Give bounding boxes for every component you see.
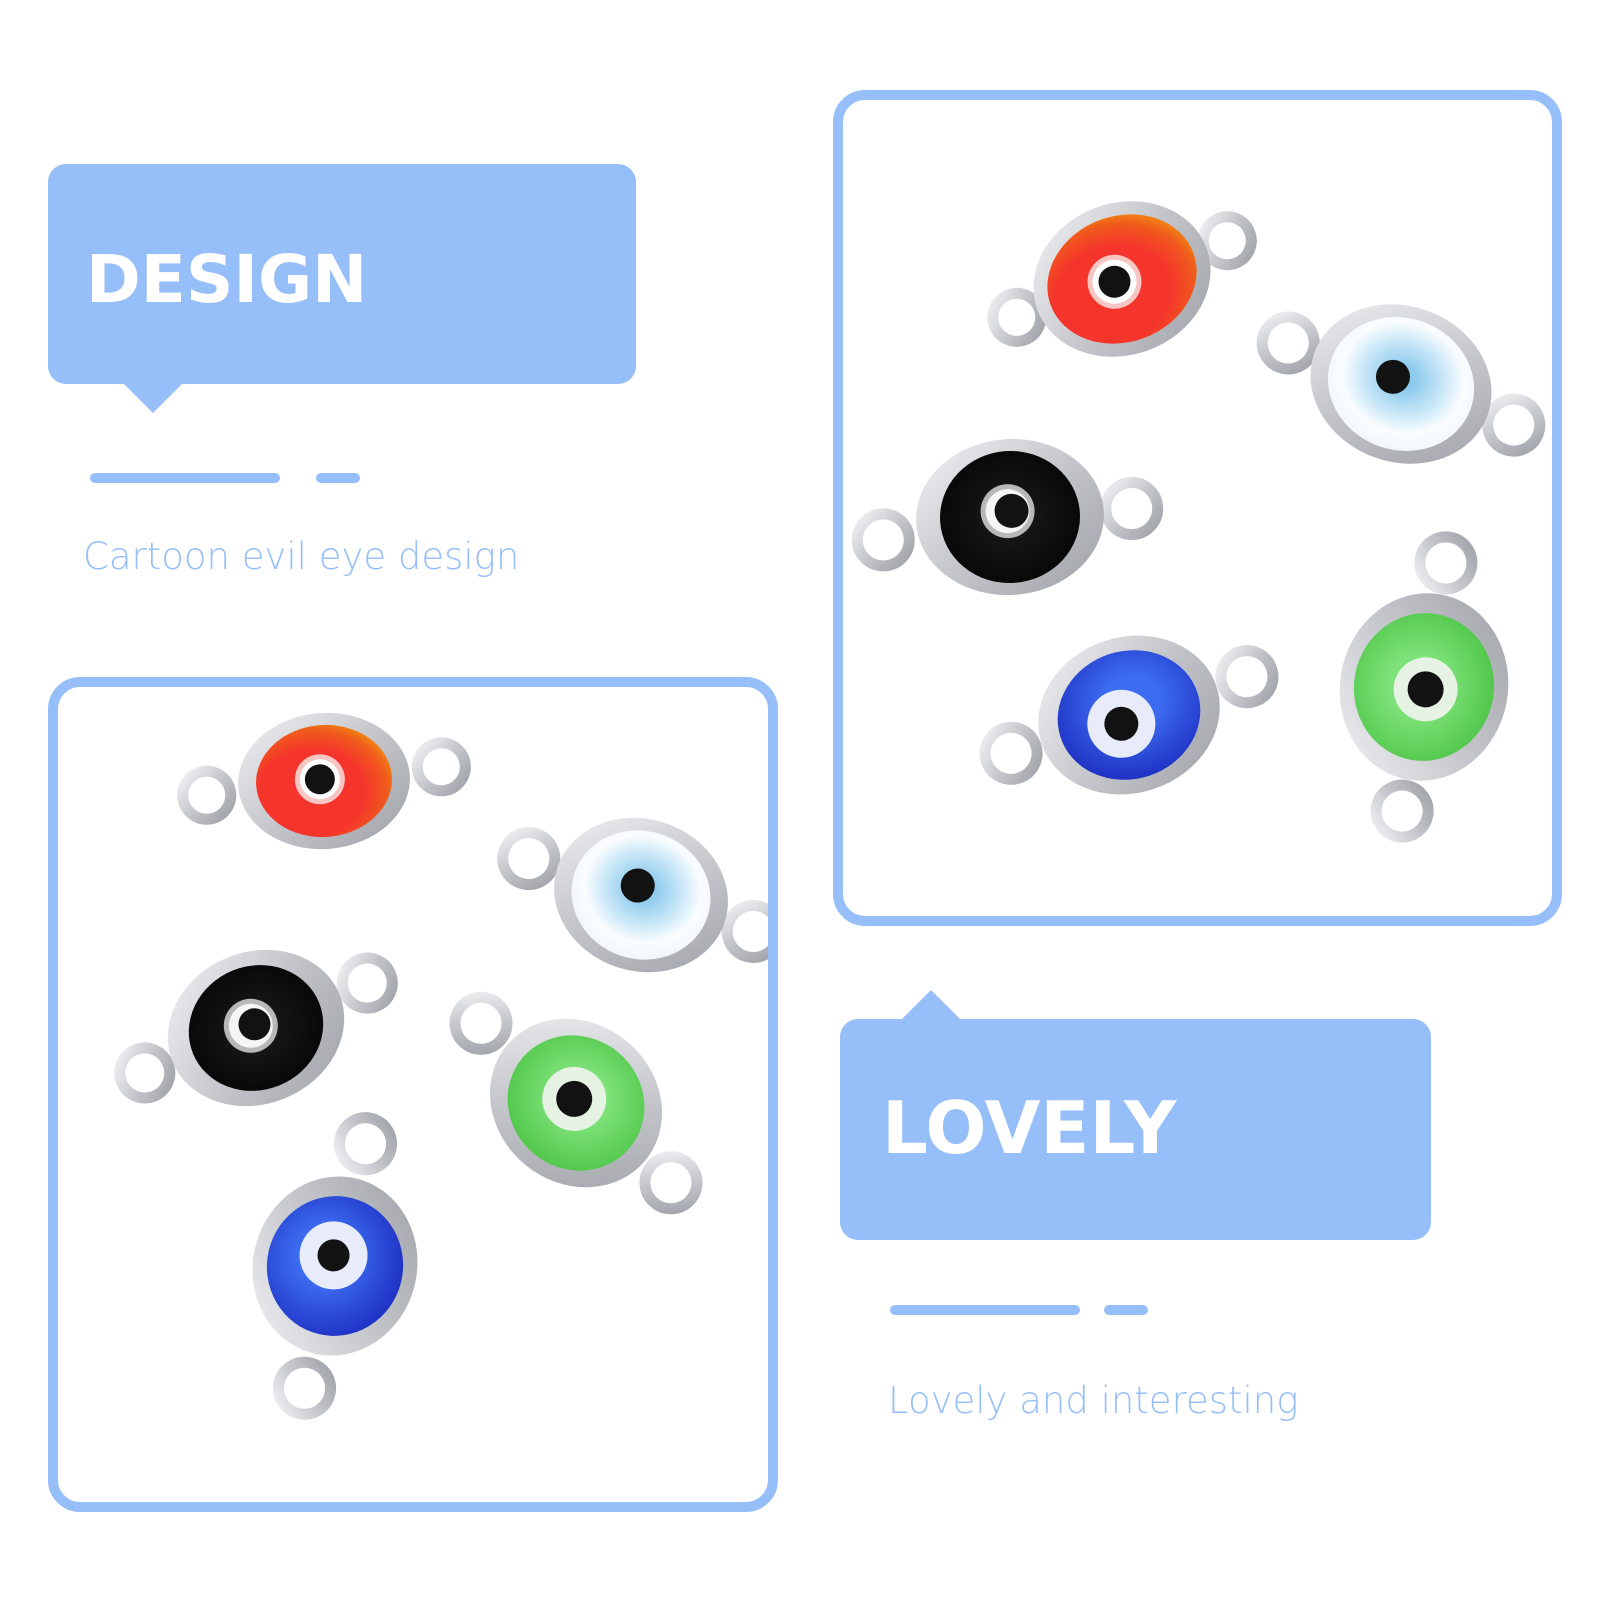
blue-evil-eye-charm <box>979 635 1279 795</box>
lovely-caption: Lovely and interesting <box>888 1379 1299 1422</box>
product-photo-panel-bottom-left <box>48 677 778 1512</box>
evil-eye-charms-photo <box>851 201 1546 843</box>
design-caption: Cartoon evil eye design <box>83 535 520 578</box>
banner-pointer <box>123 383 183 413</box>
black-evil-eye-charm <box>851 438 1164 596</box>
lovely-heading-banner: LOVELY <box>840 990 1431 1240</box>
product-photo-panel-top-right <box>833 90 1562 926</box>
green-evil-eye-charm <box>449 991 703 1215</box>
light-blue-evil-eye-charm <box>1256 304 1546 464</box>
design-title: DESIGN <box>86 241 368 318</box>
divider-long <box>890 1305 1080 1315</box>
black-evil-eye-charm <box>114 949 398 1107</box>
blue-evil-eye-charm <box>252 1112 418 1420</box>
evil-eye-charms-photo <box>114 712 768 1420</box>
divider-long <box>90 473 280 483</box>
red-evil-eye-charm <box>987 201 1257 357</box>
divider-short <box>1104 1305 1148 1315</box>
banner-pointer <box>901 990 961 1020</box>
divider-short <box>316 473 360 483</box>
red-evil-eye-charm <box>177 712 471 850</box>
green-evil-eye-charm <box>1339 531 1509 843</box>
lovely-title: LOVELY <box>882 1086 1177 1170</box>
design-heading-banner: DESIGN <box>48 164 636 413</box>
light-blue-evil-eye-charm <box>497 817 768 973</box>
